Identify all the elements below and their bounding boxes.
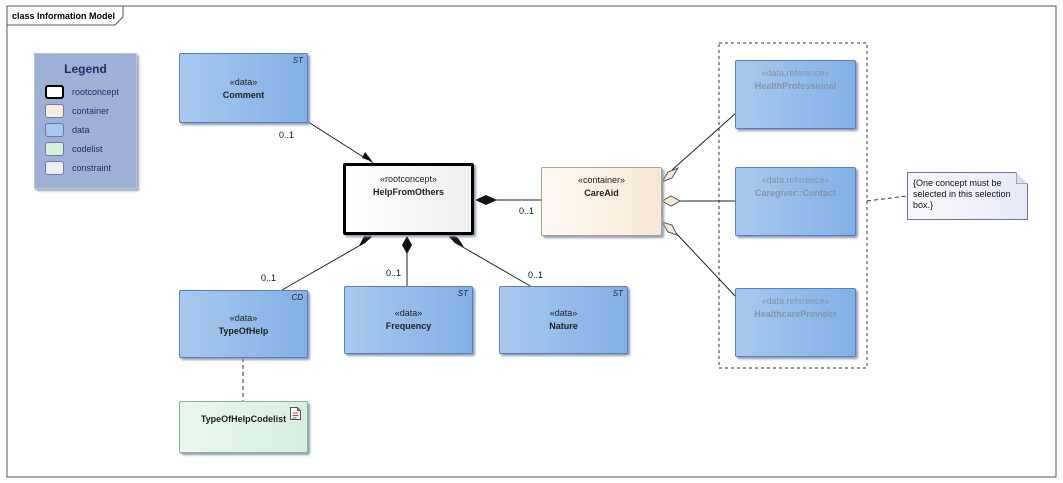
- legend-item-rootconcept: rootconcept: [45, 85, 119, 99]
- composition-diamond-comment: [362, 152, 374, 164]
- stereotype-label: «data»: [394, 308, 423, 318]
- legend-label: container: [72, 106, 110, 116]
- frame-tab: [6, 5, 124, 26]
- stereotype-label: «data»: [229, 313, 258, 323]
- type-tag: ST: [292, 56, 303, 65]
- legend-item-codelist: codelist: [45, 142, 103, 156]
- class-frequency[interactable]: ST «data» Frequency: [344, 286, 473, 354]
- legend-item-data: data: [45, 123, 90, 137]
- stereotype-label: «data,reference»: [761, 175, 830, 185]
- class-caregiver-contact[interactable]: «data,reference» Caregiver::Contact: [735, 167, 856, 236]
- association-typeofhelp: [281, 241, 367, 291]
- legend-label: constraint: [72, 163, 112, 173]
- class-typeofhelp[interactable]: CD «data» TypeOfHelp: [179, 290, 308, 358]
- stereotype-label: «data»: [229, 77, 258, 87]
- legend-swatch-container: [45, 104, 64, 118]
- composition-diamond-typeofhelp: [359, 233, 372, 246]
- class-comment[interactable]: ST «data» Comment: [179, 53, 308, 123]
- legend-item-constraint: constraint: [45, 161, 111, 175]
- diagram-frame: [6, 5, 1057, 478]
- class-name: TypeOfHelp: [218, 326, 269, 336]
- legend-swatch-codelist: [45, 142, 64, 156]
- legend-label: rootconcept: [72, 87, 120, 97]
- multiplicity-careaid: 0..1: [519, 206, 535, 216]
- composition-diamond-careaid: [475, 195, 497, 205]
- legend-title: Legend: [64, 62, 107, 76]
- selection-box: [718, 42, 868, 369]
- association-healthprofessional: [671, 112, 737, 171]
- legend-label: data: [72, 125, 90, 135]
- note-fold-icon: [1016, 172, 1028, 184]
- class-name: HealthcareProvider: [754, 309, 837, 319]
- class-name: Comment: [222, 90, 265, 100]
- class-name: TypeOfHelpCodelist: [200, 414, 287, 424]
- class-name: Caregiver::Contact: [754, 188, 837, 198]
- class-careaid[interactable]: «container» CareAid: [541, 167, 662, 236]
- aggregation-diamond-healthprofessional: [660, 166, 680, 184]
- legend: Legend rootconcept container data codeli…: [34, 53, 137, 189]
- class-healthprofessional[interactable]: «data,reference» HealthProfessional: [735, 60, 856, 129]
- class-name: Frequency: [385, 321, 432, 331]
- document-icon: [290, 407, 301, 420]
- class-name: HealthProfessional: [754, 81, 837, 91]
- legend-swatch-rootconcept: [45, 85, 64, 99]
- composition-diamond-frequency: [402, 236, 412, 254]
- legend-swatch-constraint: [45, 161, 64, 175]
- frame-label: class Information Model: [12, 11, 116, 21]
- stereotype-label: «rootconcept»: [379, 174, 438, 184]
- stereotype-label: «container»: [577, 175, 626, 185]
- class-name: HelpFromOthers: [372, 187, 444, 197]
- association-nature: [453, 241, 533, 288]
- type-tag: CD: [291, 293, 303, 302]
- type-tag: ST: [457, 289, 468, 298]
- aggregation-diamond-healthcareprovider: [660, 221, 678, 236]
- stereotype-label: «data,reference»: [761, 296, 830, 306]
- type-tag: ST: [612, 289, 623, 298]
- multiplicity-nature: 0..1: [528, 270, 544, 280]
- legend-label: codelist: [72, 144, 103, 154]
- multiplicity-frequency: 0..1: [386, 268, 402, 278]
- legend-item-container: container: [45, 104, 109, 118]
- class-nature[interactable]: ST «data» Nature: [499, 286, 628, 354]
- legend-swatch-data: [45, 123, 64, 137]
- composition-diamond-nature: [449, 234, 464, 247]
- class-healthcareprovider[interactable]: «data,reference» HealthcareProvider: [735, 288, 856, 357]
- multiplicity-typeofhelp: 0..1: [261, 273, 277, 283]
- multiplicity-comment: 0..1: [279, 130, 295, 140]
- stereotype-label: «data»: [549, 308, 578, 318]
- association-healthcareprovider: [673, 230, 737, 298]
- stereotype-label: «data,reference»: [761, 68, 830, 78]
- constraint-note[interactable]: {One concept must be selected in this se…: [907, 172, 1028, 220]
- aggregation-diamond-caregiver: [660, 195, 682, 207]
- note-text: {One concept must be selected in this se…: [913, 178, 1011, 210]
- class-name: CareAid: [584, 188, 619, 198]
- class-name: Nature: [549, 321, 578, 331]
- class-helpfromothers[interactable]: «rootconcept» HelpFromOthers: [343, 163, 474, 235]
- class-typeofhelpcodelist[interactable]: TypeOfHelpCodelist: [179, 401, 308, 453]
